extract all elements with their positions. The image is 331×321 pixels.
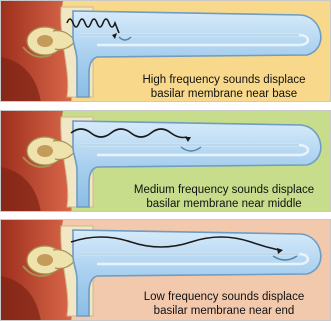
panel-medium-frequency: Medium frequency sounds displace basilar… bbox=[0, 110, 331, 212]
panel-high-frequency: High frequency sounds displace basilar m… bbox=[0, 0, 331, 102]
caption-medium: Medium frequency sounds displace basilar… bbox=[124, 183, 324, 211]
caption-high-line1: High frequency sounds displace bbox=[124, 73, 324, 87]
caption-medium-line1: Medium frequency sounds displace bbox=[124, 183, 324, 197]
caption-medium-line2: basilar membrane near middle bbox=[124, 197, 324, 211]
panel-low-frequency: Low frequency sounds displace basilar me… bbox=[0, 219, 331, 321]
caption-low: Low frequency sounds displace basilar me… bbox=[124, 290, 324, 318]
caption-low-line1: Low frequency sounds displace bbox=[124, 290, 324, 304]
caption-low-line2: basilar membrane near end bbox=[124, 304, 324, 318]
caption-high: High frequency sounds displace basilar m… bbox=[124, 73, 324, 101]
caption-high-line2: basilar membrane near base bbox=[124, 87, 324, 101]
